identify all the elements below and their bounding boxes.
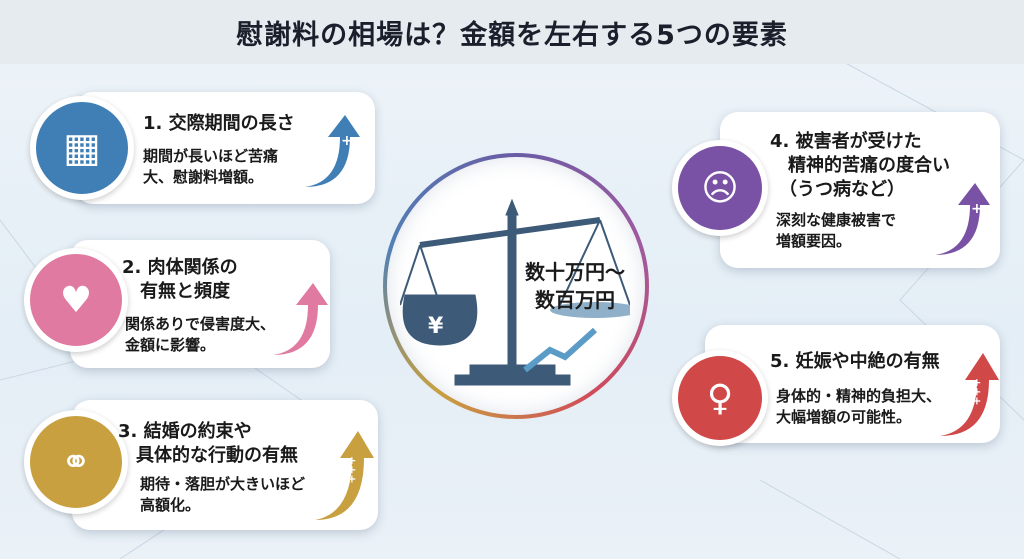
svg-text:+++: +++: [971, 378, 984, 406]
increase-arrow-icon: [273, 283, 328, 355]
svg-text:¥: ¥: [428, 314, 444, 339]
increase-arrow-icon: +: [935, 183, 990, 255]
calendar-clock-icon: ▦: [30, 96, 134, 200]
svg-text:+: +: [341, 133, 353, 149]
factor-title: 2. 肉体関係の 有無と頻度: [122, 257, 238, 302]
svg-text:+: +: [971, 201, 983, 217]
increase-arrow-icon: +++: [940, 353, 999, 436]
svg-text:+++: +++: [346, 456, 359, 484]
amount-range: 数十万円〜 数百万円: [525, 260, 625, 312]
factor-description: 深刻な健康被害で 増額要因。: [776, 211, 897, 250]
increase-arrow-icon: +: [305, 115, 360, 187]
factor-description: 関係ありで侵害度大、 金額に影響。: [125, 315, 276, 354]
factor-description: 期待・落胆が大きいほど 高額化。: [140, 475, 306, 514]
factor-title: 5. 妊娠や中絶の有無: [770, 351, 940, 372]
factor-description: 期間が長いほど苦痛 大、慰謝料増額。: [143, 147, 279, 186]
factor-title: 1. 交際期間の長さ: [143, 113, 295, 134]
increase-arrow-icon: +++: [315, 431, 374, 520]
factor-title: 3. 結婚の約束や 具体的な行動の有無: [118, 421, 298, 466]
factor-description: 身体的・精神的負担大、 大幅増額の可能性。: [776, 387, 942, 426]
scale-icon: ¥: [400, 198, 630, 386]
rings-icon: ⚭: [24, 410, 128, 514]
page-title: 慰謝料の相場は？金額を左右する5つの要素: [0, 0, 1024, 64]
crying-face-broken-heart-icon: ☹: [672, 140, 768, 236]
pregnant-woman-icon: ♀: [672, 350, 768, 446]
factor-title: 4. 被害者が受けた 精神的苦痛の度合い （うつ病など）: [770, 131, 950, 200]
bed-heart-icon: ♥: [24, 248, 128, 352]
